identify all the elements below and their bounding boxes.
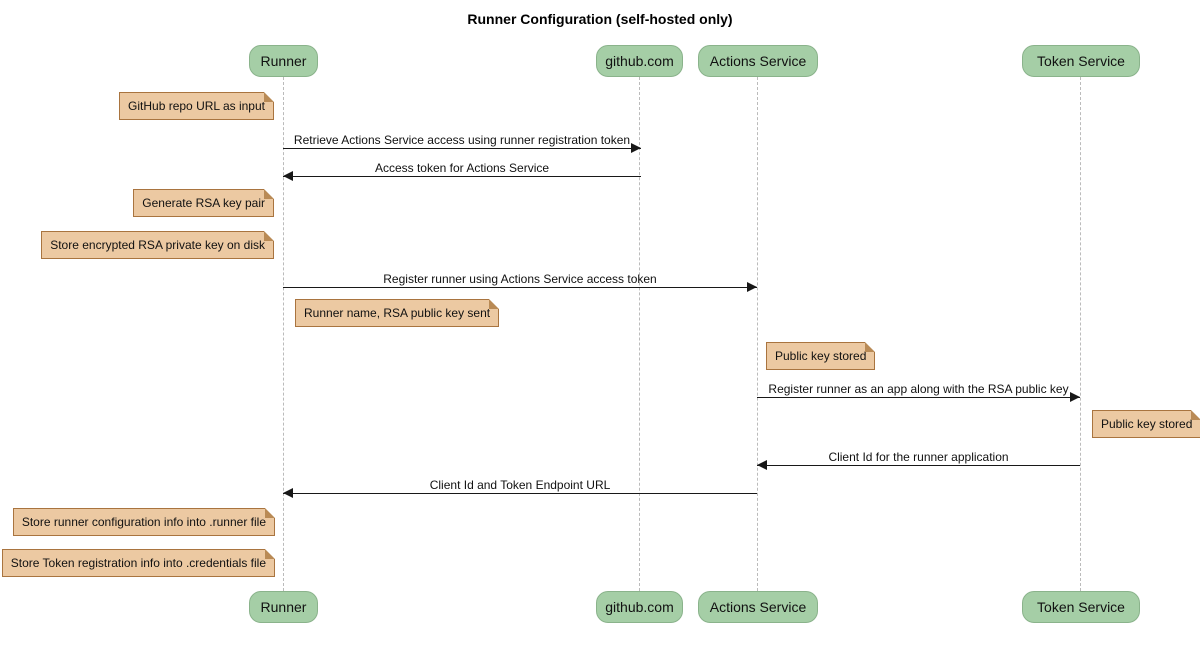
message-label-register-runner: Register runner using Actions Service ac…	[383, 272, 657, 286]
note-generate-rsa: Generate RSA key pair	[133, 189, 274, 217]
arrowhead-right-icon	[631, 143, 641, 153]
arrowhead-left-icon	[283, 171, 293, 181]
message-line	[757, 465, 1080, 466]
message-label-client-id: Client Id for the runner application	[828, 450, 1009, 464]
message-label-client-id-endpoint: Client Id and Token Endpoint URL	[429, 478, 611, 492]
participant-token-top: Token Service	[1022, 45, 1140, 77]
lifeline-github	[639, 77, 640, 591]
note-public-key-stored-actions: Public key stored	[766, 342, 876, 370]
message-line	[283, 287, 757, 288]
participant-token-bottom: Token Service	[1022, 591, 1140, 623]
note-store-runner-file: Store runner configuration info into .ru…	[12, 508, 276, 536]
message-label-register-app: Register runner as an app along with the…	[768, 382, 1069, 396]
participant-actions-bottom: Actions Service	[698, 591, 818, 623]
message-label-access-token: Access token for Actions Service	[374, 161, 550, 175]
arrowhead-left-icon	[283, 488, 293, 498]
note-store-private-key: Store encrypted RSA private key on disk	[41, 231, 274, 259]
note-runner-name-sent: Runner name, RSA public key sent	[295, 299, 500, 327]
note-repo-url: GitHub repo URL as input	[119, 92, 274, 120]
participant-runner-top: Runner	[249, 45, 318, 77]
arrowhead-right-icon	[1070, 392, 1080, 402]
note-public-key-stored-token: Public key stored	[1092, 410, 1200, 438]
participant-actions-top: Actions Service	[698, 45, 818, 77]
arrowhead-right-icon	[747, 282, 757, 292]
participant-github-top: github.com	[596, 45, 683, 77]
message-line	[283, 148, 641, 149]
message-line	[283, 493, 757, 494]
arrowhead-left-icon	[757, 460, 767, 470]
participant-github-bottom: github.com	[596, 591, 683, 623]
lifeline-runner	[283, 77, 284, 591]
note-store-credentials-file: Store Token registration info into .cred…	[1, 549, 276, 577]
message-line	[757, 397, 1080, 398]
participant-runner-bottom: Runner	[249, 591, 318, 623]
message-label-retrieve-access: Retrieve Actions Service access using ru…	[293, 133, 631, 147]
diagram-title: Runner Configuration (self-hosted only)	[467, 11, 733, 27]
lifeline-token-service	[1080, 77, 1081, 591]
lifeline-actions-service	[757, 77, 758, 591]
message-line	[283, 176, 641, 177]
